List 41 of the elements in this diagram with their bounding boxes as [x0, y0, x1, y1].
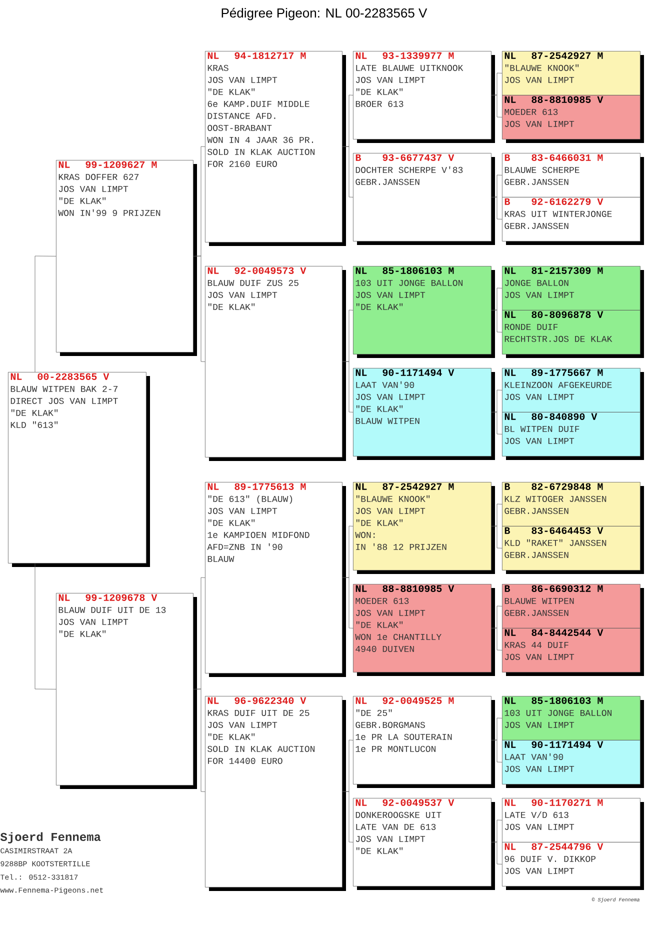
pedigree-card: B 92-6162279 V KRAS UIT WINTERJONGE GEBR.JANSSEN: [502, 197, 644, 245]
pedigree-line: [342, 146, 354, 198]
pedigree-card: NL 94-1812717 M KRAS JOS VAN LIMPT "DE KLAK" 6e KAMP.DUIF MIDDLE DISTANCE AFD. OOST-BRABANT WON IN 4 JAAR 36 PR. SOLD IN KLAK AUCTION FOR 2160 EURO: [205, 51, 346, 246]
pedigree-card: NL 88-8810985 V MOEDER 613 JOS VAN LIMPT: [502, 95, 644, 144]
pedigree-card: NL 90-1171494 V LAAT VAN'90 JOS VAN LIMPT "DE KLAK" BLAUW WITPEN: [353, 368, 495, 460]
pedigree-line: [491, 628, 502, 650]
pedigree-card: NL 84-8442544 V KRAS 44 DUIF JOS VAN LIMPT: [502, 628, 644, 676]
pedigree-line: [491, 94, 502, 118]
pedigree-line: [342, 577, 354, 628]
pedigree-line: [491, 842, 502, 864]
pedigree-line: [491, 310, 502, 332]
pedigree-card: NL 89-1775613 M "DE 613" (BLAUW) JOS VAN LIMPT "DE KLAK" 1e KAMPIOEN MIDFOND AFD=ZNB IN '90 BLAUW: [205, 482, 346, 677]
pedigree-line: [342, 791, 354, 842]
pedigree-card: NL 96-9622340 V KRAS DUIF UIT DE 25 JOS VAN LIMPT "DE KLAK" SOLD IN KLAK AUCTION FOR 14400 EURO: [205, 696, 346, 891]
pedigree-line: [193, 688, 206, 792]
pedigree-line: [342, 361, 354, 412]
pedigree-line: [193, 256, 206, 362]
pedigree-card: NL 87-2542927 M "BLAUWE KNOOK" JOS VAN LIMPT "DE KLAK" WON: IN '88 12 PRIJZEN: [353, 482, 495, 574]
pedigree-card: NL 92-0049573 V BLAUW DUIF ZUS 25 JOS VAN LIMPT "DE KLAK": [205, 266, 346, 461]
pedigree-card: NL 90-1171494 V LAAT VAN'90 JOS VAN LIMPT: [502, 740, 644, 788]
pedigree-line: [34, 256, 56, 372]
title: Pédigree Pigeon: NL 00-2283565 V: [222, 8, 428, 20]
pedigree-card: NL 92-0049525 M "DE 25" GEBR.BORGMANS 1e PR LA SOUTERAIN 1e PR MONTLUCON: [353, 696, 495, 788]
pedigree-card: B 83-6464453 V KLD "RAKET" JANSSEN GEBR.JANSSEN: [502, 526, 644, 574]
pedigree-card: NL 87-2544796 V 96 DUIF V. DIKKOP JOS VAN LIMPT: [502, 842, 644, 890]
pedigree-card: NL 99-1209627 M KRAS DOFFER 627 JOS VAN LIMPT "DE KLAK" WON IN'99 9 PRIJZEN: [56, 160, 197, 356]
pedigree-line: [491, 196, 502, 220]
pedigree-line: [491, 412, 502, 434]
author-name: Sjoerd Fennema: [0, 832, 101, 844]
pedigree-line: [491, 740, 502, 762]
pedigree-card: NL 99-1209678 V BLAUW DUIF UIT DE 13 JOS VAN LIMPT "DE KLAK": [56, 593, 197, 789]
pedigree-card: NL 92-0049537 V DONKEROOGSKE UIT LATE VAN DE 613 JOS VAN LIMPT "DE KLAK": [353, 798, 495, 890]
pedigree-card: B 93-6677437 V DOCHTER SCHERPE V'83 GEBR.JANSSEN: [353, 153, 495, 245]
pedigree-line: [34, 563, 56, 690]
pedigree-card: NL 93-1339977 M LATE BLAUWE UITKNOOK JOS VAN LIMPT "DE KLAK" BROER 613: [353, 51, 495, 144]
pedigree-line: [491, 526, 502, 548]
pedigree-card: NL 80-840890 V BL WITPEN DUIF JOS VAN LIMPT: [502, 412, 644, 460]
pedigree-card: NL 85-1806103 M 103 UIT JONGE BALLON JOS VAN LIMPT "DE KLAK": [353, 266, 495, 358]
pedigree-card: NL 00-2283565 V BLAUW WITPEN BAK 2-7 DIRECT JOS VAN LIMPT "DE KLAK" KLD "613": [8, 372, 150, 567]
pedigree-card: NL 80-8096878 V RONDE DUIF RECHTSTR.JOS DE KLAK: [502, 310, 644, 358]
pedigree-card: NL 88-8810985 V MOEDER 613 JOS VAN LIMPT "DE KLAK" WON 1e CHANTILLY 4940 DUIVEN: [353, 584, 495, 676]
